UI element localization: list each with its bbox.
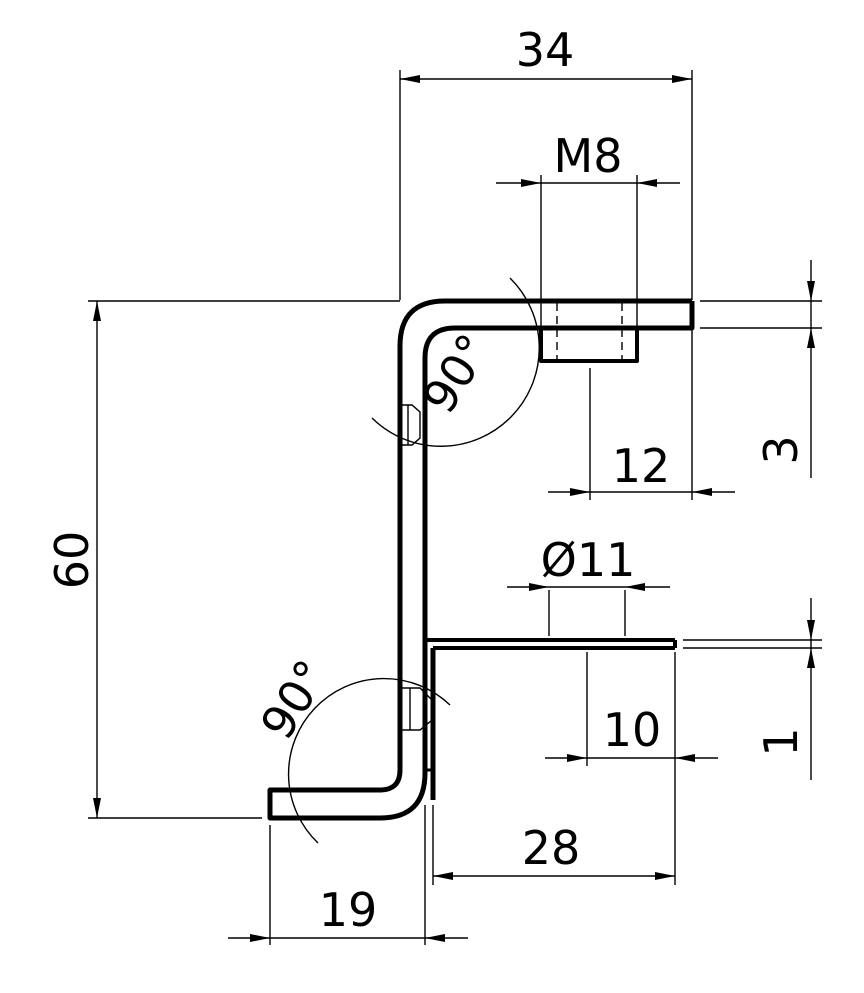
angle-arc-top bbox=[371, 277, 540, 447]
label-3: 3 bbox=[754, 435, 808, 464]
dim-12 bbox=[548, 330, 735, 500]
upper-profile bbox=[397, 298, 695, 640]
dim-60 bbox=[88, 300, 400, 819]
dim-1 bbox=[683, 598, 822, 780]
screw-upper-icon bbox=[400, 404, 421, 446]
dim-3 bbox=[700, 260, 822, 478]
dim-28 bbox=[432, 805, 675, 885]
label-28: 28 bbox=[522, 821, 581, 875]
thin-plate bbox=[425, 638, 677, 650]
label-10: 10 bbox=[603, 703, 662, 757]
screw-lower-icon bbox=[400, 687, 433, 731]
label-60: 60 bbox=[45, 531, 99, 590]
dim-34 bbox=[399, 70, 693, 300]
label-1: 1 bbox=[754, 727, 808, 756]
label-angle-bottom: 90° bbox=[250, 651, 339, 749]
label-m8: M8 bbox=[554, 129, 623, 183]
dim-19 bbox=[228, 805, 468, 945]
dim-m8 bbox=[496, 175, 680, 328]
label-diameter-11: Ø11 bbox=[541, 533, 636, 587]
label-12: 12 bbox=[612, 439, 671, 493]
angle-arc-bottom bbox=[287, 677, 451, 844]
label-19: 19 bbox=[319, 883, 378, 937]
dim-diameter-11 bbox=[507, 583, 670, 636]
dim-10 bbox=[545, 652, 718, 885]
lower-bracket bbox=[267, 640, 436, 821]
label-34: 34 bbox=[516, 23, 575, 77]
